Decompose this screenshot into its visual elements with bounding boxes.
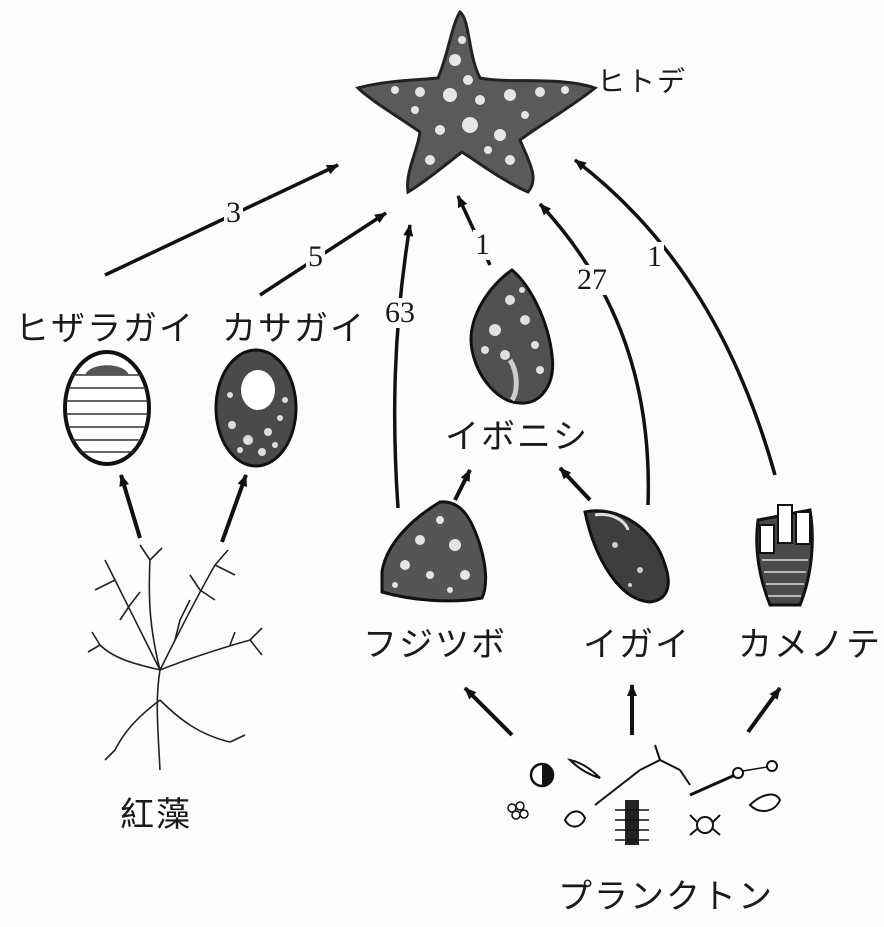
edge-value-kasagai: 5	[306, 242, 325, 272]
kousou-illustration	[88, 545, 262, 770]
label-starfish: ヒトデ	[597, 68, 687, 96]
edge-value-iboniShi: 1	[473, 230, 492, 260]
arrow-hizaragai-to-starfish	[105, 165, 338, 275]
arrow-igai-to-starfish	[540, 204, 648, 505]
arrow-kousou-to-kasagai	[222, 475, 246, 542]
edge-value-igai: 27	[575, 265, 609, 295]
plankton-illustration	[508, 745, 780, 845]
iboniShi-illustration	[471, 270, 553, 403]
label-fujitsubo: フジツボ	[363, 628, 507, 662]
arrow-plankton-to-fujitsubo	[465, 688, 512, 735]
starfish-illustration	[358, 12, 595, 192]
edge-value-kamenote: 1	[645, 242, 664, 272]
arrow-fujitsubo-to-iboniShi	[455, 470, 470, 500]
arrow-kousou-to-hizaragai	[121, 475, 140, 538]
edge-value-fujitsubo: 63	[383, 298, 417, 328]
arrow-kamenote-to-starfish	[575, 160, 775, 475]
label-kasagai: カサガイ	[222, 312, 366, 346]
label-igai: イガイ	[583, 628, 691, 662]
hizaragai-illustration	[65, 352, 149, 464]
igai-illustration	[585, 511, 668, 602]
edge-value-hizaragai: 3	[224, 198, 243, 228]
arrow-plankton-to-kamenote	[748, 688, 780, 732]
label-kousou: 紅藻	[120, 798, 192, 832]
arrow-fujitsubo-to-starfish	[395, 225, 410, 508]
label-kamenote: カメノテ	[738, 628, 882, 662]
kamenote-illustration	[757, 505, 813, 605]
label-iboniShi: イボニシ	[445, 420, 589, 454]
label-hizaragai: ヒザラガイ	[15, 312, 195, 346]
kasagai-illustration	[216, 350, 296, 466]
fujitsubo-illustration	[382, 502, 486, 601]
arrow-igai-to-iboniShi	[560, 468, 590, 500]
label-plankton: プランクトン	[558, 880, 774, 914]
